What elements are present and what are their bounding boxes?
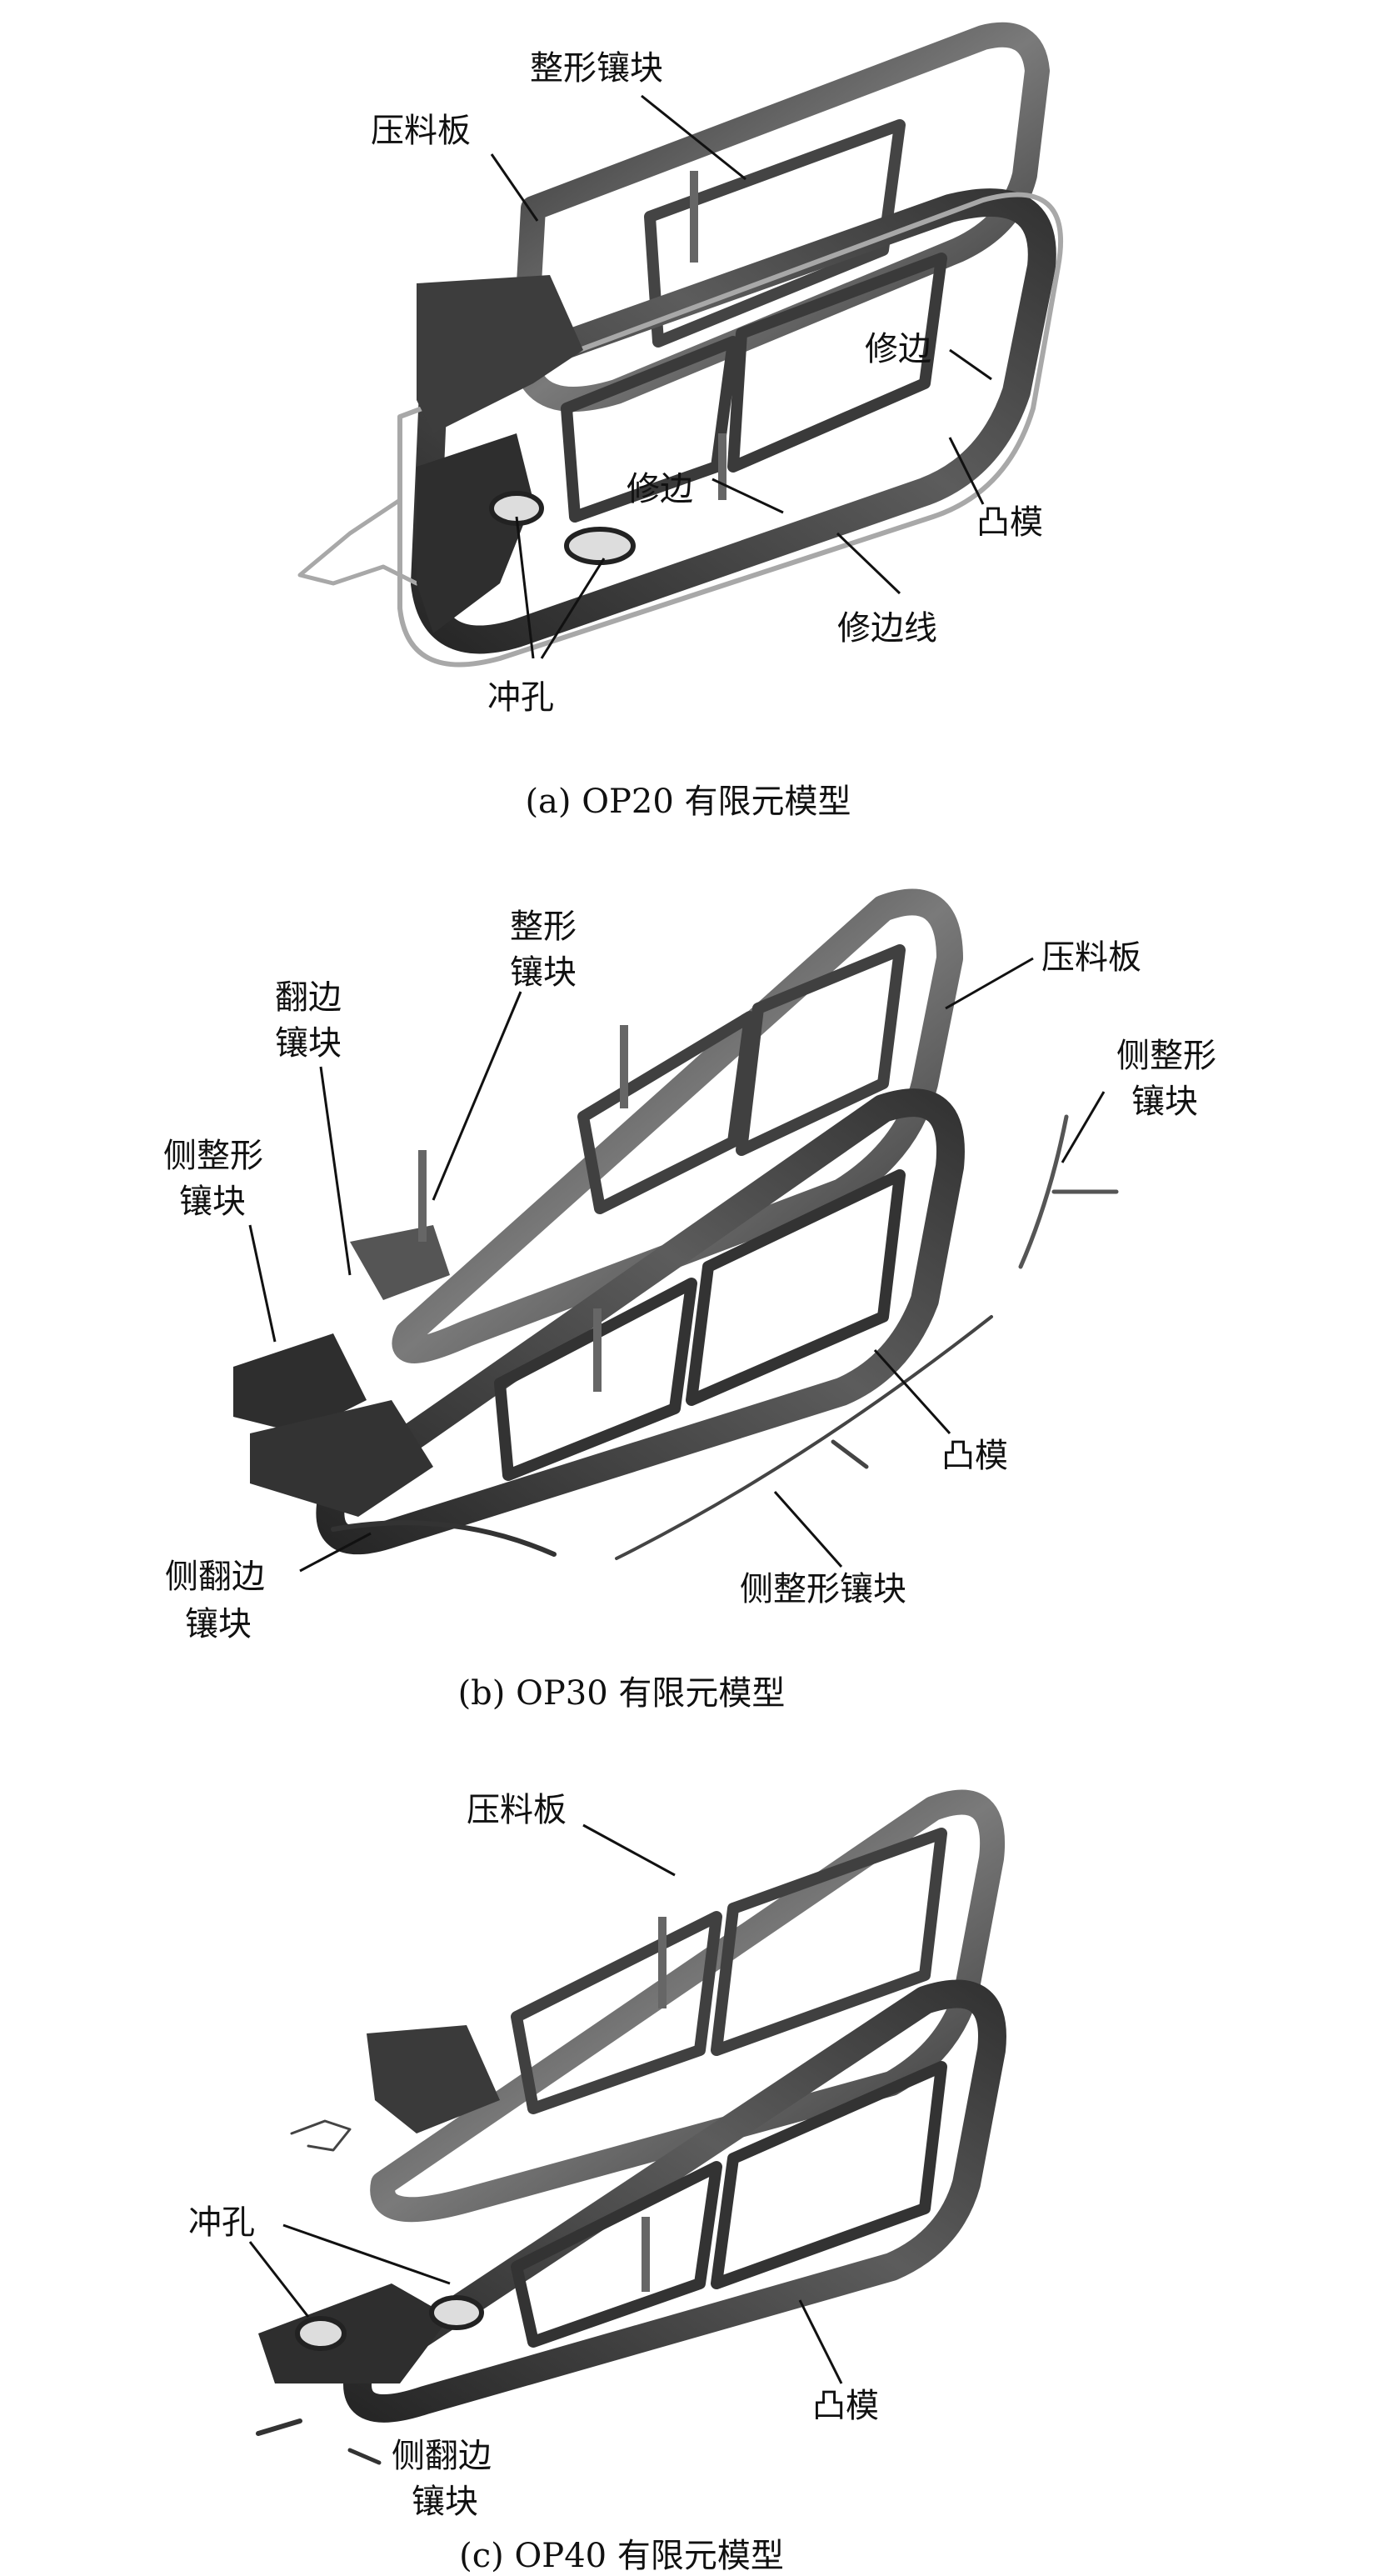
- leader-b-pressure-plate: [945, 957, 1034, 1010]
- label-b-side-shaping-left-l1: 侧整形: [163, 1137, 263, 1175]
- leader-c-piercing-2: [248, 2241, 310, 2318]
- leader-shaping-insert: [641, 94, 746, 181]
- label-c-piercing: 冲孔: [188, 2203, 255, 2242]
- leader-pressure-plate: [490, 153, 539, 222]
- caption-b: (b) OP30 有限元模型: [458, 1674, 786, 1713]
- label-b-side-shaping-right-l1: 侧整形: [1116, 1037, 1216, 1075]
- label-c-punch: 凸模: [812, 2387, 879, 2425]
- label-b-side-shaping-bottom: 侧整形镶块: [740, 1570, 906, 1608]
- leader-piercing-2: [540, 558, 606, 659]
- leader-b-side-shaping-bottom: [773, 1491, 843, 1568]
- leader-b-shaping-insert: [432, 991, 522, 1201]
- label-c-pressure-plate: 压料板: [467, 1791, 567, 1829]
- label-c-side-flanging-l2: 镶块: [412, 2483, 478, 2521]
- leader-b-side-shaping-right: [1061, 1091, 1106, 1163]
- label-trim-line: 修边线: [837, 609, 937, 648]
- leader-trim-line: [836, 532, 901, 595]
- leader-piercing-1: [515, 516, 535, 659]
- label-b-side-shaping-left-l2: 镶块: [179, 1183, 246, 1221]
- label-b-punch: 凸模: [941, 1437, 1008, 1475]
- leader-b-flanging-insert: [319, 1066, 352, 1276]
- panel-c: 压料板 冲孔 凸模 侧翻边 镶块 (c) OP40 有限元模型: [188, 1789, 1006, 2575]
- leader-c-piercing-1: [282, 2223, 451, 2285]
- panel-c-model: [256, 1789, 1006, 2465]
- caption-a: (a) OP20 有限元模型: [525, 783, 851, 821]
- panel-b-model: [233, 888, 1119, 1560]
- label-trim-right: 修边: [865, 330, 931, 368]
- panel-a: 整形镶块 压料板 修边 修边 凸模 修边线 冲孔 (a) OP20 有限元模型: [297, 22, 1064, 821]
- label-pressure-plate: 压料板: [371, 112, 471, 150]
- label-c-side-flanging-l1: 侧翻边: [392, 2437, 492, 2475]
- label-b-flanging-insert-l1: 翻边: [275, 978, 342, 1017]
- label-piercing: 冲孔: [487, 678, 554, 717]
- label-b-shaping-insert-l1: 整形: [510, 908, 577, 946]
- panel-b: 整形 镶块 翻边 镶块 侧整形 镶块 压料板 侧整形 镶块 凸模 侧整形镶块 侧…: [163, 888, 1216, 1713]
- leader-punch: [948, 437, 985, 505]
- caption-c: (c) OP40 有限元模型: [459, 2537, 784, 2575]
- leader-b-punch: [873, 1348, 951, 1435]
- leader-b-side-flanging: [299, 1532, 372, 1573]
- label-b-pressure-plate: 压料板: [1041, 938, 1141, 977]
- label-punch: 凸模: [976, 503, 1043, 542]
- leader-c-punch: [798, 2299, 843, 2384]
- label-b-shaping-insert-l2: 镶块: [510, 953, 577, 992]
- leader-trim-right: [949, 348, 992, 381]
- label-b-side-flanging-l2: 镶块: [185, 1605, 252, 1643]
- label-b-flanging-insert-l2: 镶块: [275, 1024, 342, 1063]
- label-b-side-flanging-l1: 侧翻边: [165, 1558, 265, 1596]
- leader-c-pressure-plate: [582, 1823, 676, 1877]
- label-shaping-insert: 整形镶块: [530, 49, 663, 88]
- leader-b-side-shaping-left: [248, 1224, 277, 1343]
- label-trim-left: 修边: [627, 470, 693, 508]
- label-b-side-shaping-right-l2: 镶块: [1131, 1083, 1198, 1121]
- leader-trim-left: [711, 478, 784, 514]
